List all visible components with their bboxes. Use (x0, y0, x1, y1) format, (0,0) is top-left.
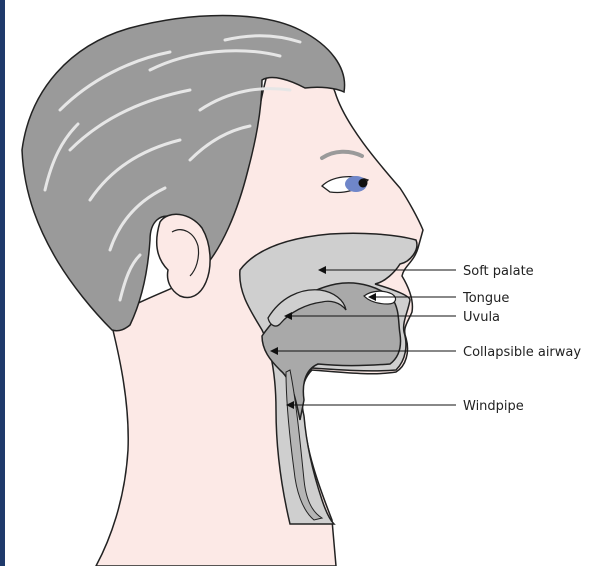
label-tongue: Tongue (462, 291, 509, 306)
pupil (359, 179, 368, 188)
label-windpipe: Windpipe (463, 399, 524, 414)
label-soft-palate: Soft palate (463, 264, 534, 279)
label-collapsible-airway: Collapsible airway (463, 345, 581, 360)
leader-windpipe (286, 401, 456, 409)
label-uvula: Uvula (463, 310, 500, 325)
